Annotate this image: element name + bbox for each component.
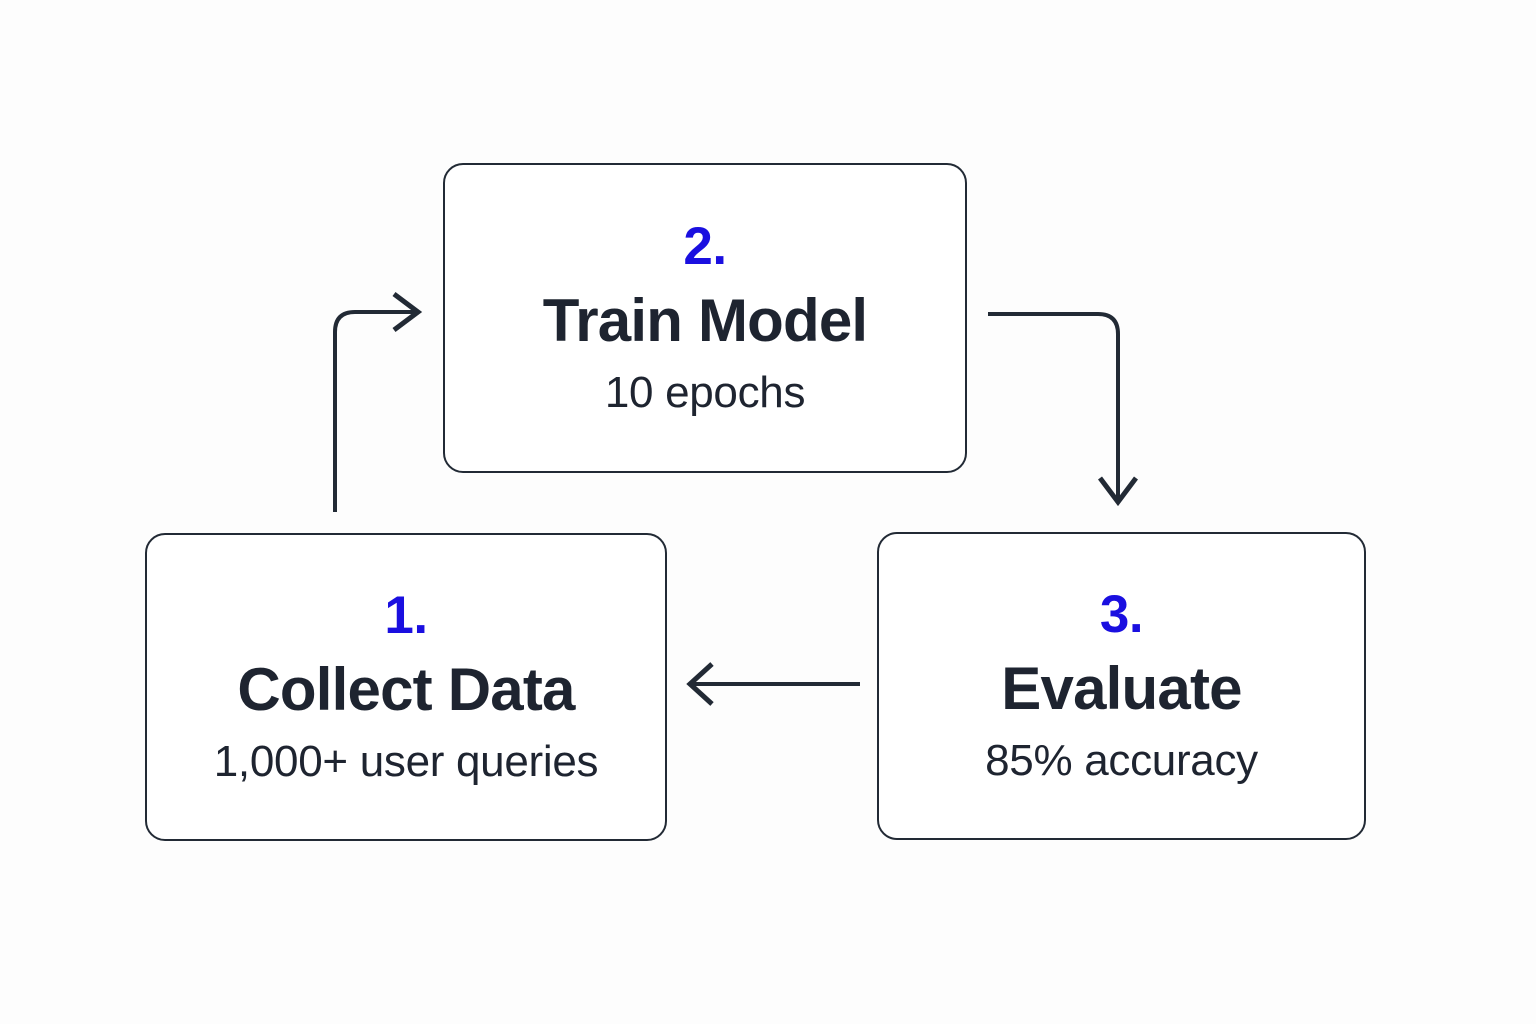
edge-evaluate-to-collect (686, 662, 860, 706)
edge-collect-to-train-arrowhead (392, 292, 423, 332)
node-evaluate-detail: 85% accuracy (985, 735, 1258, 785)
node-collect-data-step: 1. (384, 585, 428, 645)
edge-train-to-evaluate-line (988, 312, 1120, 500)
node-evaluate-title: Evaluate (1001, 654, 1242, 722)
node-train-model-step: 2. (683, 216, 727, 276)
edge-train-to-evaluate (988, 312, 1138, 507)
node-evaluate-step: 3. (1099, 584, 1144, 644)
node-collect-data-title: Collect Data (237, 655, 575, 723)
edge-train-to-evaluate-arrowhead (1098, 476, 1138, 507)
edge-evaluate-to-collect-arrowhead (686, 662, 714, 706)
edge-collect-to-train (333, 292, 423, 512)
node-train-model-title: Train Model (542, 286, 868, 354)
node-train-model-detail: 10 epochs (604, 367, 806, 417)
node-collect-data[interactable]: 1. Collect Data 1,000+ user queries (145, 533, 667, 841)
node-evaluate[interactable]: 3. Evaluate 85% accuracy (877, 532, 1366, 840)
node-train-model[interactable]: 2. Train Model 10 epochs (443, 163, 967, 473)
edge-collect-to-train-line (333, 310, 416, 512)
node-collect-data-detail: 1,000+ user queries (213, 736, 599, 786)
